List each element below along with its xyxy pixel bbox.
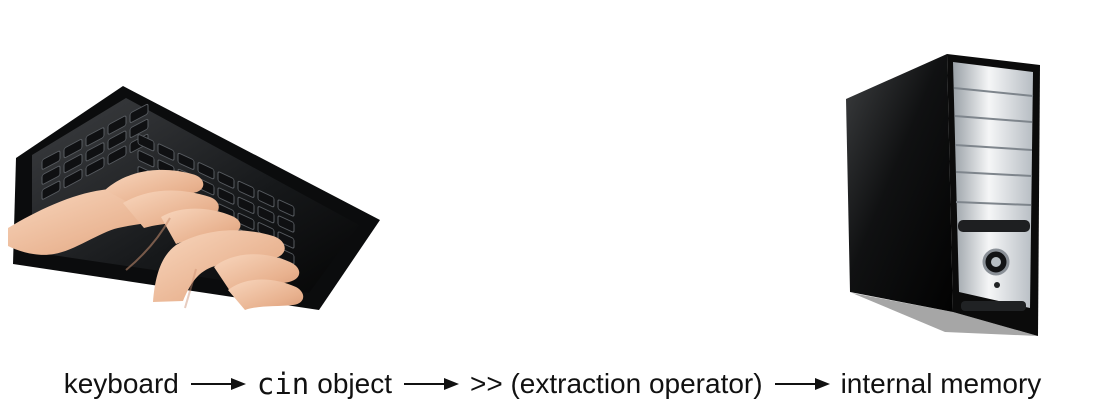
right-arrow-icon: [403, 378, 459, 390]
cin-object-label: cin object: [256, 366, 392, 401]
extraction-operator-label: >> (extraction operator): [469, 368, 763, 399]
internal-memory-label: internal memory: [840, 368, 1042, 399]
object-label: object: [317, 368, 392, 399]
desktop-tower-icon: [846, 54, 1040, 336]
keyboard-label: keyboard: [63, 368, 179, 399]
keyboard-hands-icon: [8, 86, 380, 310]
right-arrow-icon: [774, 378, 830, 390]
right-arrow-icon: [190, 378, 246, 390]
cin-code-label: cin: [256, 366, 310, 401]
data-flow-row: keyboard cin object >> (extraction opera…: [0, 362, 1105, 406]
